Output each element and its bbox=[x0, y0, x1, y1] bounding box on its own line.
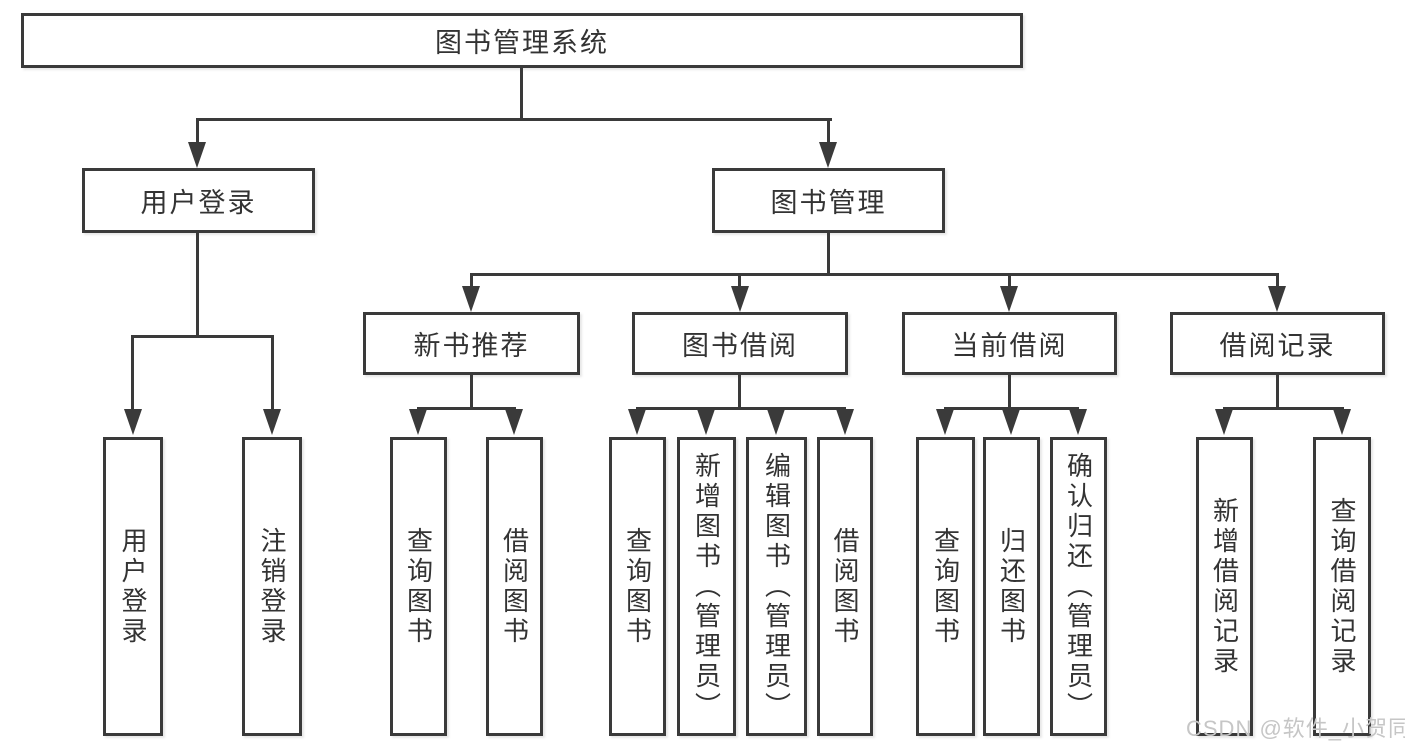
leaf-borrow-book-1: 借阅图书 bbox=[486, 437, 543, 736]
connector-line bbox=[131, 335, 134, 412]
arrow-down-icon bbox=[1333, 409, 1351, 435]
connector-line bbox=[738, 375, 741, 410]
arrow-down-icon bbox=[1000, 286, 1018, 312]
connector-line bbox=[470, 273, 1279, 276]
node-borrow-records: 借阅记录 bbox=[1170, 312, 1385, 375]
leaf-add-book-admin: 新增图书（管理员） bbox=[677, 437, 736, 736]
arrow-down-icon bbox=[697, 409, 715, 435]
connector-line bbox=[1008, 375, 1011, 410]
leaf-query-borrow-record: 查询借阅记录 bbox=[1313, 437, 1371, 736]
leaf-query-book-3-label: 查询图书 bbox=[930, 526, 961, 647]
connector-line bbox=[827, 118, 830, 146]
connector-line bbox=[470, 273, 473, 289]
leaf-query-book-3: 查询图书 bbox=[916, 437, 975, 736]
arrow-down-icon bbox=[836, 409, 854, 435]
connector-line bbox=[520, 68, 523, 121]
connector-line bbox=[196, 233, 199, 338]
node-root: 图书管理系统 bbox=[21, 13, 1023, 68]
arrow-down-icon bbox=[731, 286, 749, 312]
arrow-down-icon bbox=[767, 409, 785, 435]
arrow-down-icon bbox=[263, 409, 281, 435]
leaf-logout: 注销登录 bbox=[242, 437, 302, 736]
csdn-watermark: CSDN @软件_小贺同学 bbox=[1186, 716, 1405, 741]
leaf-borrow-book-2-label: 借阅图书 bbox=[830, 526, 860, 647]
connector-line bbox=[738, 273, 741, 289]
leaf-add-borrow-record: 新增借阅记录 bbox=[1196, 437, 1253, 736]
arrow-down-icon bbox=[1268, 286, 1286, 312]
arrow-down-icon bbox=[188, 142, 206, 168]
leaf-borrow-book-2: 借阅图书 bbox=[817, 437, 873, 736]
arrow-down-icon bbox=[505, 409, 523, 435]
connector-line bbox=[1008, 273, 1011, 289]
node-new-book-recommend: 新书推荐 bbox=[363, 312, 580, 375]
leaf-return-book-label: 归还图书 bbox=[996, 526, 1027, 647]
arrow-down-icon bbox=[628, 409, 646, 435]
arrow-down-icon bbox=[819, 142, 837, 168]
leaf-edit-book-admin: 编辑图书（管理员） bbox=[746, 437, 807, 736]
connector-line bbox=[271, 335, 274, 412]
arrow-down-icon bbox=[1069, 409, 1087, 435]
leaf-user-login-label: 用户登录 bbox=[118, 526, 148, 647]
leaf-edit-book-admin-label: 编辑图书（管理员） bbox=[761, 451, 792, 722]
leaf-logout-label: 注销登录 bbox=[257, 526, 287, 647]
leaf-query-book-1-label: 查询图书 bbox=[403, 526, 434, 647]
leaf-borrow-book-1-label: 借阅图书 bbox=[499, 526, 530, 647]
leaf-confirm-return-admin-label: 确认归还（管理员） bbox=[1063, 451, 1094, 722]
connector-line bbox=[1276, 375, 1279, 410]
node-current-borrow: 当前借阅 bbox=[902, 312, 1117, 375]
node-book-management: 图书管理 bbox=[712, 168, 945, 233]
leaf-return-book: 归还图书 bbox=[983, 437, 1040, 736]
leaf-query-book-2: 查询图书 bbox=[609, 437, 666, 736]
connector-line bbox=[470, 375, 473, 410]
connector-line bbox=[196, 118, 199, 146]
node-user-login: 用户登录 bbox=[82, 168, 315, 233]
arrow-down-icon bbox=[462, 286, 480, 312]
leaf-add-book-admin-label: 新增图书（管理员） bbox=[691, 451, 722, 722]
leaf-query-book-1: 查询图书 bbox=[390, 437, 447, 736]
leaf-add-borrow-record-label: 新增借阅记录 bbox=[1209, 496, 1240, 677]
arrow-down-icon bbox=[409, 409, 427, 435]
connector-line bbox=[1276, 273, 1279, 289]
connector-line bbox=[944, 407, 1079, 410]
leaf-confirm-return-admin: 确认归还（管理员） bbox=[1050, 437, 1107, 736]
leaf-query-borrow-record-label: 查询借阅记录 bbox=[1327, 496, 1357, 677]
node-book-borrow: 图书借阅 bbox=[632, 312, 848, 375]
connector-line bbox=[196, 118, 832, 121]
arrow-down-icon bbox=[1002, 409, 1020, 435]
connector-line bbox=[636, 407, 846, 410]
arrow-down-icon bbox=[124, 409, 142, 435]
connector-line bbox=[827, 233, 830, 276]
connector-line bbox=[131, 335, 274, 338]
arrow-down-icon bbox=[936, 409, 954, 435]
leaf-user-login: 用户登录 bbox=[103, 437, 163, 736]
connector-line bbox=[1223, 407, 1344, 410]
connector-line bbox=[417, 407, 516, 410]
leaf-query-book-2-label: 查询图书 bbox=[622, 526, 653, 647]
arrow-down-icon bbox=[1215, 409, 1233, 435]
